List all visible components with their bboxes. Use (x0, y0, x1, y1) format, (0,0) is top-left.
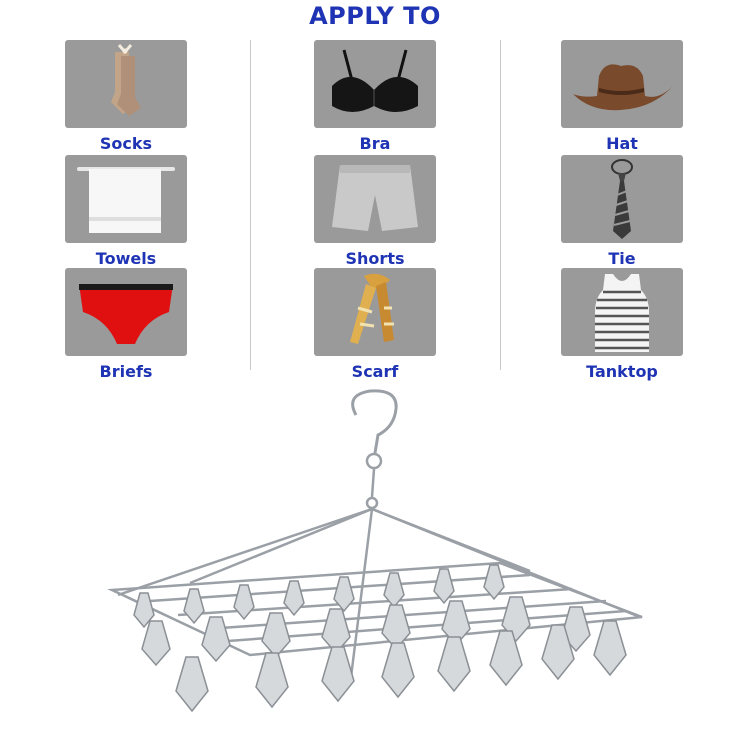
towel-icon (77, 167, 175, 233)
shorts-icon (332, 165, 418, 231)
item-image (314, 40, 436, 128)
item-label: Socks (99, 134, 153, 153)
page-title: APPLY TO (309, 2, 441, 30)
item-image (65, 40, 187, 128)
item-bra: Bra (314, 40, 436, 153)
tanktop-icon (595, 274, 649, 352)
item-image (314, 268, 436, 356)
necktie-icon (611, 159, 633, 239)
item-label: Shorts (345, 249, 405, 268)
item-tie: Tie (561, 155, 683, 268)
cowboy-hat-icon (573, 64, 673, 111)
item-tanktop: Tanktop (561, 268, 683, 381)
item-socks: Socks (65, 40, 187, 153)
item-image (65, 268, 187, 356)
item-image (561, 40, 683, 128)
item-image (561, 155, 683, 243)
clothes-hanger-rack-image (107, 389, 643, 713)
briefs-icon (79, 284, 173, 344)
item-label: Hat (606, 134, 638, 153)
column-divider-right (500, 40, 501, 370)
item-image (561, 268, 683, 356)
item-label: Towels (95, 249, 157, 268)
column-divider-left (250, 40, 251, 370)
item-shorts: Shorts (314, 155, 436, 268)
item-towels: Towels (65, 155, 187, 268)
item-label: Briefs (99, 362, 153, 381)
item-label: Tanktop (586, 362, 658, 381)
item-image (65, 155, 187, 243)
item-briefs: Briefs (65, 268, 187, 381)
bra-icon (332, 49, 418, 112)
item-label: Bra (359, 134, 391, 153)
item-scarf: Scarf (314, 268, 436, 381)
item-image (314, 155, 436, 243)
item-label: Tie (608, 249, 636, 268)
scarf-icon (350, 273, 394, 344)
item-label: Scarf (351, 362, 399, 381)
socks-icon (111, 44, 141, 116)
item-hat: Hat (561, 40, 683, 153)
